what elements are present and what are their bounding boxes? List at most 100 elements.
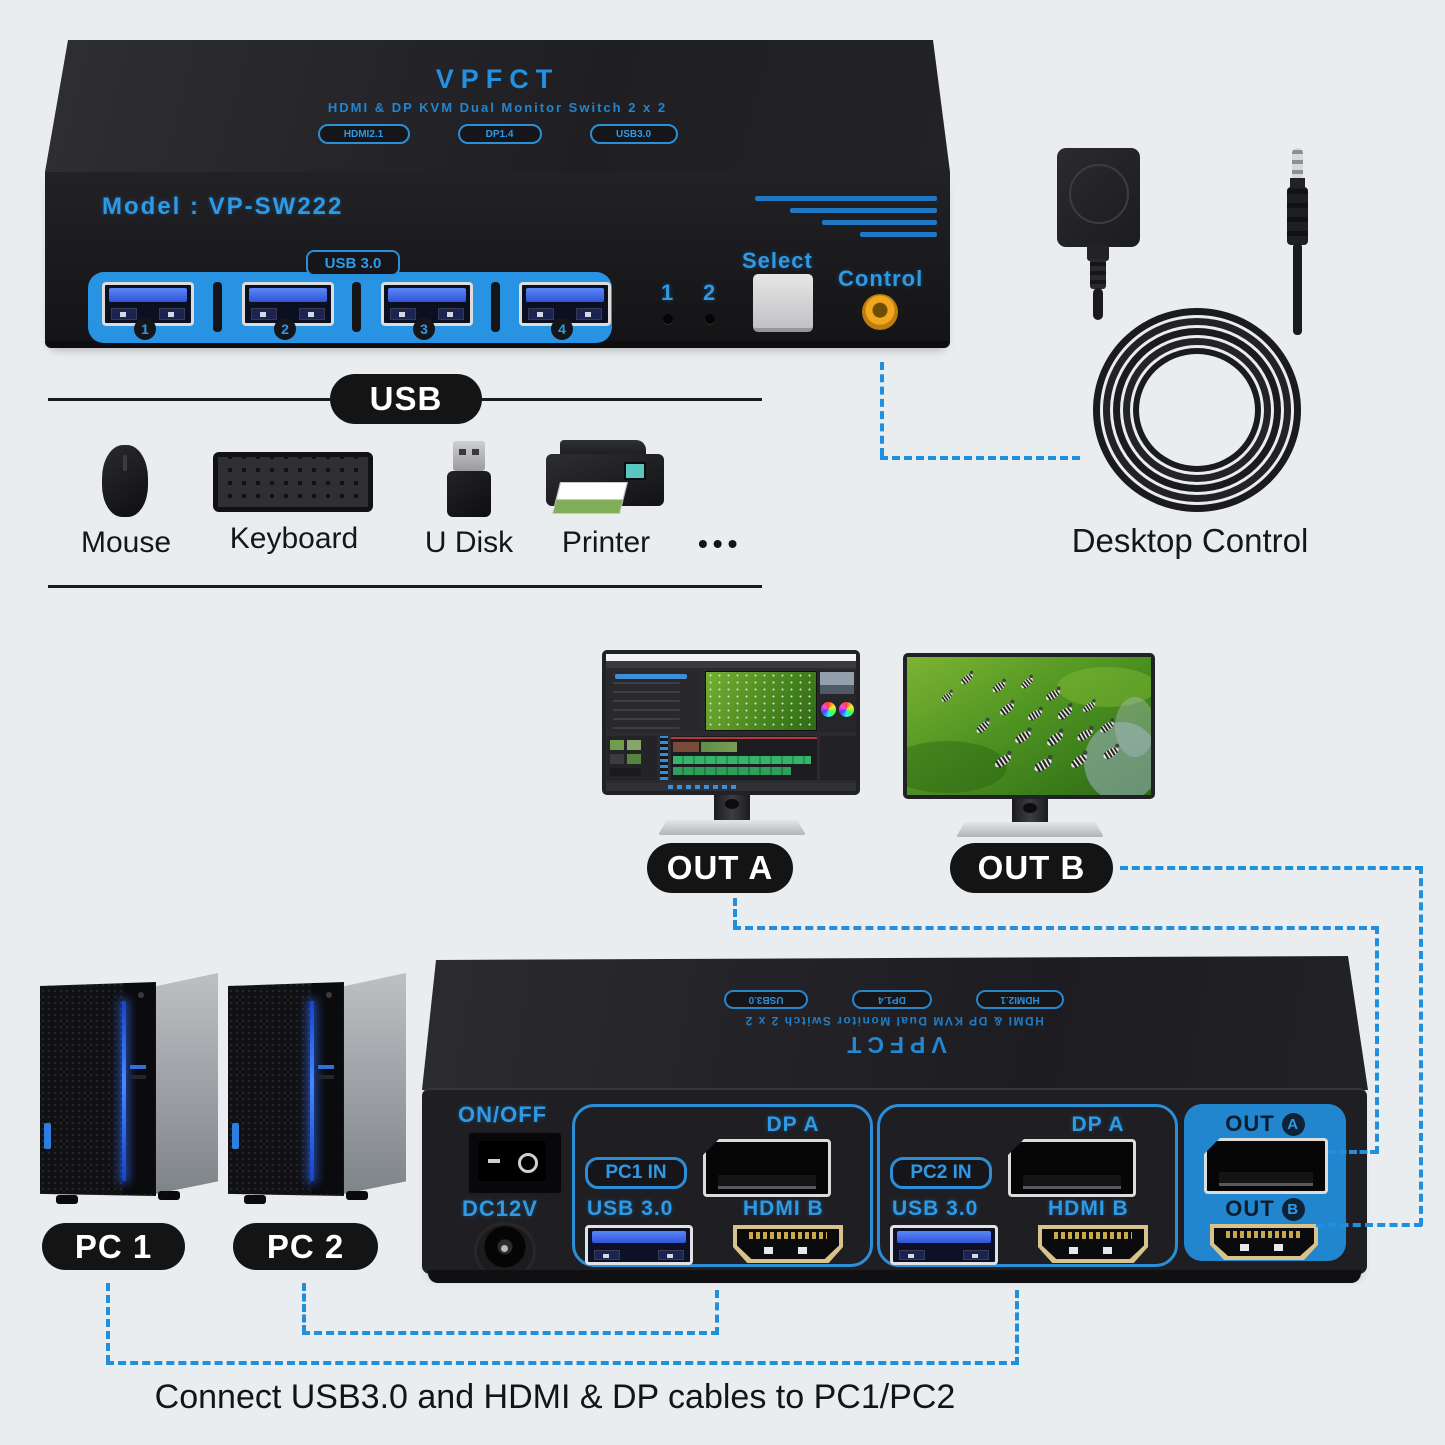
pin	[168, 312, 174, 317]
keyboard-icon	[213, 452, 373, 512]
pc1-pill: PC 1	[42, 1223, 185, 1270]
mouse-wheel	[123, 455, 127, 471]
indicator-1-label: 1	[661, 280, 675, 305]
pc-side-panel	[340, 973, 406, 1195]
udisk-plug	[453, 441, 485, 471]
rear-badge-dp: DP1.4	[852, 990, 932, 1009]
out-a-pill: OUT A	[647, 843, 793, 893]
pc2-usb-port[interactable]	[890, 1225, 998, 1265]
tl-clip	[673, 742, 699, 752]
keyboard-keys	[218, 457, 368, 507]
out-b-port-label: OUT B	[1184, 1196, 1346, 1222]
editor-left-panel	[607, 670, 702, 732]
editor-tl-right	[820, 736, 856, 780]
out-b-text: OUT B	[977, 849, 1086, 886]
tl-marker	[671, 737, 817, 739]
printer-label-text: Printer	[561, 526, 651, 559]
rear-badge-usb: USB3.0	[724, 990, 808, 1009]
port-separator	[213, 282, 222, 332]
rear-brand: VPFCT	[574, 1031, 1214, 1058]
editor-statusbar	[606, 783, 856, 791]
tl-clip	[701, 742, 737, 752]
pc1-route-h	[106, 1361, 1019, 1365]
pc2-in-badge: PC2 IN	[890, 1157, 992, 1189]
usb-pins	[390, 308, 416, 320]
outa-route-v1	[733, 898, 737, 928]
jack-cable	[1293, 243, 1302, 335]
editor-meter	[660, 736, 668, 780]
printer-top	[560, 440, 646, 458]
pin	[308, 312, 314, 317]
outb-port-connector	[1316, 1223, 1422, 1227]
usb-port-2	[242, 282, 334, 326]
bin-thumb	[627, 740, 641, 750]
pc2-route-v2	[715, 1290, 719, 1335]
dp-cavity	[1218, 1172, 1314, 1186]
remote-button[interactable]	[1069, 164, 1129, 224]
out-a-dp-port[interactable]	[1204, 1138, 1328, 1194]
udisk-hole	[459, 449, 466, 455]
out-b-hdmi-port[interactable]	[1210, 1224, 1318, 1260]
caption: Connect USB3.0 and HDMI & DP cables to P…	[130, 1378, 980, 1417]
usb-pins	[438, 308, 464, 320]
coil-ring	[1093, 308, 1301, 512]
power-rocker[interactable]	[466, 1130, 564, 1196]
out-a-text: OUT A	[666, 849, 774, 886]
pc1-usb-port[interactable]	[585, 1225, 693, 1265]
control-jack[interactable]	[862, 294, 898, 330]
dp-a-label: DP A	[766, 1113, 820, 1136]
remote-body[interactable]	[1057, 148, 1140, 247]
rear-badges: HDMI2.1 DP1.4 USB3.0	[574, 990, 1214, 1009]
pin	[585, 312, 591, 317]
pc-usb-slot	[318, 1065, 334, 1069]
pc1-tower	[40, 973, 218, 1205]
control-route-v	[880, 362, 884, 456]
status-dots	[668, 785, 740, 789]
pc2-pill: PC 2	[233, 1223, 378, 1270]
monitor-a-neck	[714, 795, 750, 823]
indicator-2-label: 2	[703, 280, 717, 305]
hdmi-cavity	[737, 1229, 839, 1259]
pc2-hdmi-port[interactable]	[1038, 1225, 1148, 1263]
neck-hole	[1023, 803, 1037, 813]
coil-ring	[1123, 338, 1271, 482]
pc1-hdmi-port[interactable]	[733, 1225, 843, 1263]
pc-front-bezel	[124, 983, 155, 1194]
pc-foot	[158, 1191, 180, 1200]
usb30-front-badge: USB 3.0	[306, 250, 400, 276]
deco-line	[755, 196, 937, 201]
mouse-label-text: Mouse	[80, 526, 172, 559]
monitor-b-screen	[907, 657, 1151, 795]
power-off-mark	[518, 1153, 538, 1173]
printer-icon	[546, 440, 664, 518]
remote-strain-relief	[1087, 245, 1109, 261]
device-title: HDMI & DP KVM Dual Monitor Switch 2 x 2	[327, 100, 668, 115]
pc2-dp-port[interactable]	[1008, 1139, 1136, 1197]
usb-pins	[528, 308, 554, 320]
pc-usb-slot	[318, 1075, 334, 1079]
keyboard-label: Keyboard	[214, 522, 374, 556]
indicator-1-led	[663, 314, 673, 324]
udisk-label: U Disk	[414, 526, 524, 560]
rear-brand-text: VPFCT	[841, 1032, 947, 1058]
lenovo-badge	[232, 1123, 239, 1149]
port-number-2: 2	[274, 318, 296, 340]
outb-route-v	[1419, 866, 1423, 1226]
pc2-hdmi-label: HDMI B	[1048, 1197, 1129, 1220]
usb-tongue	[592, 1231, 686, 1243]
pin	[120, 312, 126, 317]
printer-label: Printer	[550, 526, 662, 560]
kvm-rear-panel: ON/OFF DC12V DP A PC1 IN USB 3.0 HDMI	[422, 1088, 1367, 1280]
editor-slider	[615, 674, 687, 679]
pc1-dp-port[interactable]	[703, 1139, 831, 1197]
kvm-front-title: HDMI & DP KVM Dual Monitor Switch 2 x 2	[45, 100, 950, 115]
hdmi-pin	[1103, 1247, 1113, 1254]
out-a-port-label: OUT A	[1184, 1111, 1346, 1137]
coil-ring	[1133, 348, 1261, 472]
pc1-in-group: DP A PC1 IN USB 3.0 HDMI B	[572, 1104, 873, 1267]
hdmi-pin	[1240, 1244, 1249, 1251]
select-button[interactable]	[753, 274, 813, 332]
hdmi-pin	[1068, 1247, 1078, 1254]
pc2-route-v1	[302, 1283, 306, 1333]
jack-tip	[1292, 148, 1303, 180]
